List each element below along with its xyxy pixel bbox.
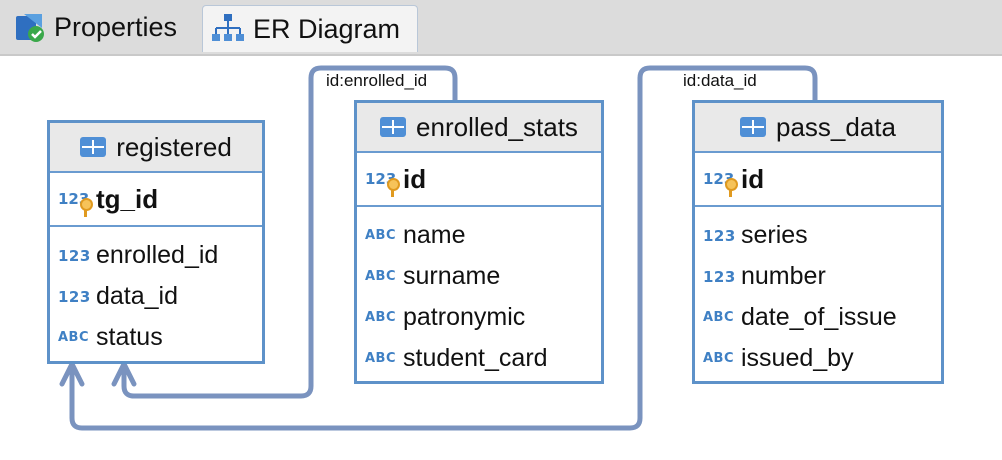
entity-header: enrolled_stats bbox=[357, 103, 601, 153]
text-type-icon: ABC bbox=[365, 310, 397, 325]
table-icon bbox=[80, 137, 107, 157]
column-row[interactable]: 123 data_id bbox=[50, 276, 262, 317]
table-icon bbox=[740, 117, 766, 137]
link-pass-arrow bbox=[59, 361, 85, 387]
primary-key-row[interactable]: 123 id bbox=[695, 153, 941, 207]
primary-key-icon: 123 bbox=[58, 190, 96, 217]
tab-properties-label: Properties bbox=[54, 11, 178, 42]
column-row[interactable]: 123 number bbox=[695, 256, 941, 297]
column-row[interactable]: 123 series bbox=[695, 215, 941, 256]
column-name: surname bbox=[403, 262, 501, 290]
entity-header: registered bbox=[50, 123, 262, 173]
pk-name: tg_id bbox=[96, 183, 159, 214]
column-name: enrolled_id bbox=[96, 241, 219, 269]
column-name: issued_by bbox=[741, 344, 854, 372]
numeric-type-icon: 123 bbox=[703, 226, 736, 245]
column-row[interactable]: ABC issued_by bbox=[695, 338, 941, 379]
column-row[interactable]: ABC patronymic bbox=[357, 297, 601, 338]
text-type-icon: ABC bbox=[365, 228, 397, 243]
entity-registered[interactable]: registered 123 tg_id 123 enrolled_id 123… bbox=[47, 120, 265, 364]
column-name: number bbox=[741, 262, 826, 290]
text-type-icon: ABC bbox=[365, 269, 397, 284]
text-type-icon: ABC bbox=[58, 330, 90, 345]
text-type-icon: ABC bbox=[703, 351, 735, 366]
tab-properties[interactable]: Properties bbox=[12, 6, 197, 48]
column-row[interactable]: ABC surname bbox=[357, 256, 601, 297]
link-label-data: id:data_id bbox=[680, 71, 760, 91]
column-name: data_id bbox=[96, 282, 179, 310]
column-name: date_of_issue bbox=[741, 303, 897, 331]
column-name: name bbox=[403, 221, 466, 249]
tab-er-diagram[interactable]: ER Diagram bbox=[202, 5, 418, 52]
er-diagram-icon bbox=[212, 14, 244, 41]
primary-key-row[interactable]: 123 id bbox=[357, 153, 601, 207]
entity-name: enrolled_stats bbox=[416, 111, 578, 142]
link-enrolled-arrow bbox=[111, 361, 137, 387]
column-row[interactable]: ABC date_of_issue bbox=[695, 297, 941, 338]
column-name: series bbox=[741, 221, 808, 249]
text-type-icon: ABC bbox=[703, 310, 735, 325]
relationship-lines bbox=[59, 65, 818, 431]
entity-name: pass_data bbox=[776, 111, 896, 142]
entity-header: pass_data bbox=[695, 103, 941, 153]
link-pass-line bbox=[69, 65, 818, 431]
primary-key-icon: 123 bbox=[365, 170, 403, 197]
entity-enrolled-stats[interactable]: enrolled_stats 123 id ABC name ABC surna… bbox=[354, 100, 604, 384]
column-row[interactable]: ABC student_card bbox=[357, 338, 601, 379]
tab-bar: Properties ER Diagram bbox=[0, 0, 1002, 56]
column-name: student_card bbox=[403, 344, 548, 372]
link-enrolled-line bbox=[121, 65, 458, 399]
entity-name: registered bbox=[116, 131, 232, 162]
primary-key-icon: 123 bbox=[703, 170, 741, 197]
numeric-type-icon: 123 bbox=[58, 246, 91, 265]
column-row[interactable]: 123 enrolled_id bbox=[50, 235, 262, 276]
text-type-icon: ABC bbox=[365, 351, 397, 366]
column-row[interactable]: ABC name bbox=[357, 215, 601, 256]
properties-icon bbox=[16, 14, 44, 42]
numeric-type-icon: 123 bbox=[703, 267, 736, 286]
link-label-enrolled: id:enrolled_id bbox=[323, 71, 431, 91]
table-icon bbox=[380, 117, 407, 137]
primary-key-row[interactable]: 123 tg_id bbox=[50, 173, 262, 227]
entity-pass-data[interactable]: pass_data 123 id 123 series 123 number A… bbox=[692, 100, 944, 384]
column-name: status bbox=[96, 323, 163, 351]
numeric-type-icon: 123 bbox=[58, 287, 91, 306]
er-canvas: id:enrolled_id id:data_id registered 123… bbox=[0, 56, 1002, 460]
pk-name: id bbox=[403, 163, 427, 194]
pk-name: id bbox=[741, 163, 765, 194]
column-row[interactable]: ABC status bbox=[50, 317, 262, 358]
tab-er-diagram-label: ER Diagram bbox=[253, 13, 401, 44]
column-name: patronymic bbox=[403, 303, 526, 331]
